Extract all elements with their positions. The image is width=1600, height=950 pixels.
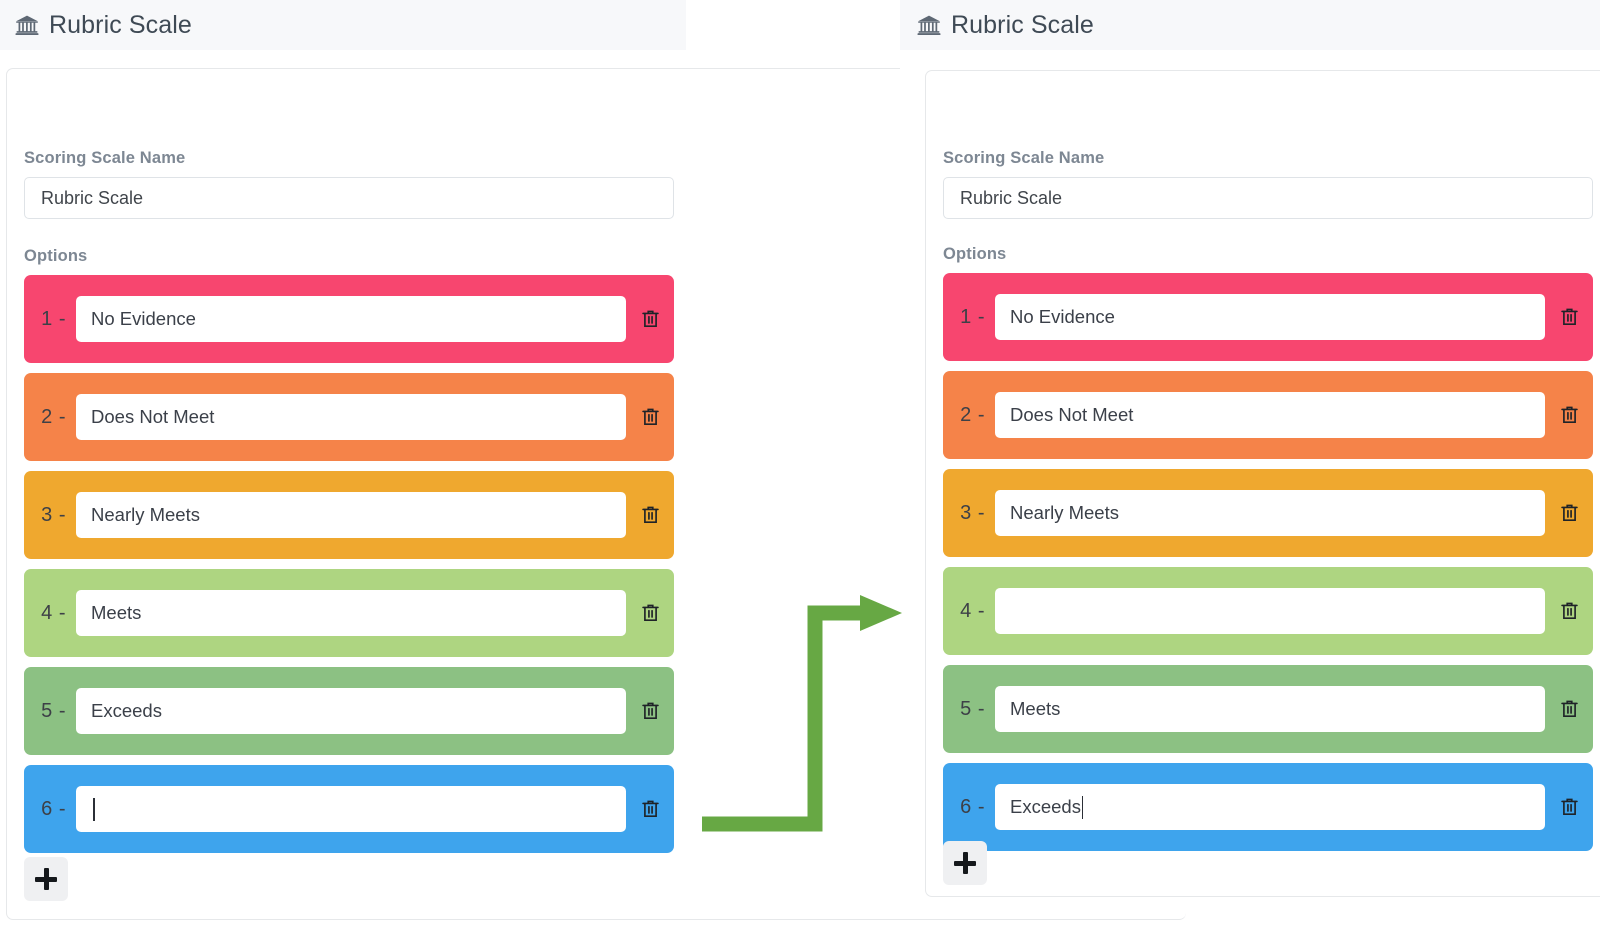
option-label-text: Does Not Meet [91,406,215,427]
delete-option-button[interactable] [626,688,674,734]
scoring-scale-name-input[interactable]: Rubric Scale [24,177,674,219]
delete-option-button[interactable] [626,590,674,636]
option-row: 4 - Meets [24,569,674,657]
delete-option-button[interactable] [626,394,674,440]
option-label-text: Does Not Meet [1010,404,1134,425]
option-label-input[interactable]: Nearly Meets [995,490,1545,536]
option-row: 3 - Nearly Meets [943,469,1593,557]
delete-option-button[interactable] [1545,784,1593,830]
option-label-input[interactable]: Meets [76,590,626,636]
panel-header-after: Rubric Scale [900,0,1600,50]
option-label-text: Nearly Meets [1010,502,1119,523]
panel-before: Rubric Scale Scoring Scale Name Rubric S… [0,0,1186,924]
option-number: 3 - [960,501,985,524]
trash-icon [641,604,659,622]
option-label-text: Meets [91,602,142,623]
option-number: 2 - [960,403,985,426]
option-number: 5 - [41,699,66,722]
option-number: 4 - [41,601,66,624]
bank-icon [15,15,39,36]
option-label-text: Nearly Meets [91,504,200,525]
option-row: 6 - [24,765,674,853]
option-row: 1 - No Evidence [943,273,1593,361]
option-label-input[interactable]: Nearly Meets [76,492,626,538]
option-number: 5 - [960,697,985,720]
delete-option-button[interactable] [1545,294,1593,340]
delete-option-button[interactable] [1545,686,1593,732]
option-label-input[interactable]: Does Not Meet [76,394,626,440]
option-label-input[interactable] [76,786,626,832]
add-option-button[interactable] [24,857,68,901]
option-label-input[interactable]: Meets [995,686,1545,732]
option-label-text: No Evidence [1010,306,1115,327]
delete-option-button[interactable] [626,296,674,342]
option-label-input[interactable]: No Evidence [76,296,626,342]
option-number: 6 - [41,797,66,820]
plus-icon [954,852,976,874]
trash-icon [1560,406,1578,424]
option-label-input[interactable]: Exceeds [76,688,626,734]
option-number: 4 - [960,599,985,622]
panel-after: Rubric Scale Scoring Scale Name Rubric S… [900,0,1600,905]
trash-icon [641,310,659,328]
option-label-input[interactable]: No Evidence [995,294,1545,340]
trash-icon [1560,504,1578,522]
option-row: 2 - Does Not Meet [943,371,1593,459]
option-label-text: Exceeds [91,700,162,721]
trash-icon [1560,700,1578,718]
trash-icon [641,702,659,720]
trash-icon [1560,798,1578,816]
option-number: 1 - [960,305,985,328]
scoring-scale-card-after: Scoring Scale Name Rubric Scale Options … [925,70,1600,897]
option-number: 1 - [41,307,66,330]
option-label-text: No Evidence [91,308,196,329]
option-number: 2 - [41,405,66,428]
scoring-scale-name-label: Scoring Scale Name [24,149,186,167]
option-number: 3 - [41,503,66,526]
plus-icon [35,868,57,890]
page-title: Rubric Scale [951,10,1094,39]
option-row: 1 - No Evidence [24,275,674,363]
option-label-input[interactable]: Exceeds [995,784,1545,830]
text-cursor [1081,795,1084,819]
option-number: 6 - [960,795,985,818]
panel-header-before: Rubric Scale [0,0,686,50]
add-option-button[interactable] [943,841,987,885]
option-row: 5 - Exceeds [24,667,674,755]
option-row: 2 - Does Not Meet [24,373,674,461]
trash-icon [1560,308,1578,326]
trash-icon [641,506,659,524]
bank-icon [917,15,941,36]
delete-option-button[interactable] [1545,588,1593,634]
options-label: Options [943,245,1007,263]
option-label-input[interactable] [995,588,1545,634]
delete-option-button[interactable] [1545,490,1593,536]
options-label: Options [24,247,88,265]
option-row: 4 - [943,567,1593,655]
delete-option-button[interactable] [1545,392,1593,438]
trash-icon [641,800,659,818]
option-row: 5 - Meets [943,665,1593,753]
trash-icon [641,408,659,426]
option-label-text: Exceeds [1010,796,1081,817]
option-label-input[interactable]: Does Not Meet [995,392,1545,438]
option-row: 6 - Exceeds [943,763,1593,851]
delete-option-button[interactable] [626,492,674,538]
page-title: Rubric Scale [49,10,192,39]
scoring-scale-name-input[interactable]: Rubric Scale [943,177,1593,219]
option-row: 3 - Nearly Meets [24,471,674,559]
scoring-scale-name-label: Scoring Scale Name [943,149,1105,167]
delete-option-button[interactable] [626,786,674,832]
trash-icon [1560,602,1578,620]
text-cursor [93,797,95,821]
option-label-text: Meets [1010,698,1061,719]
